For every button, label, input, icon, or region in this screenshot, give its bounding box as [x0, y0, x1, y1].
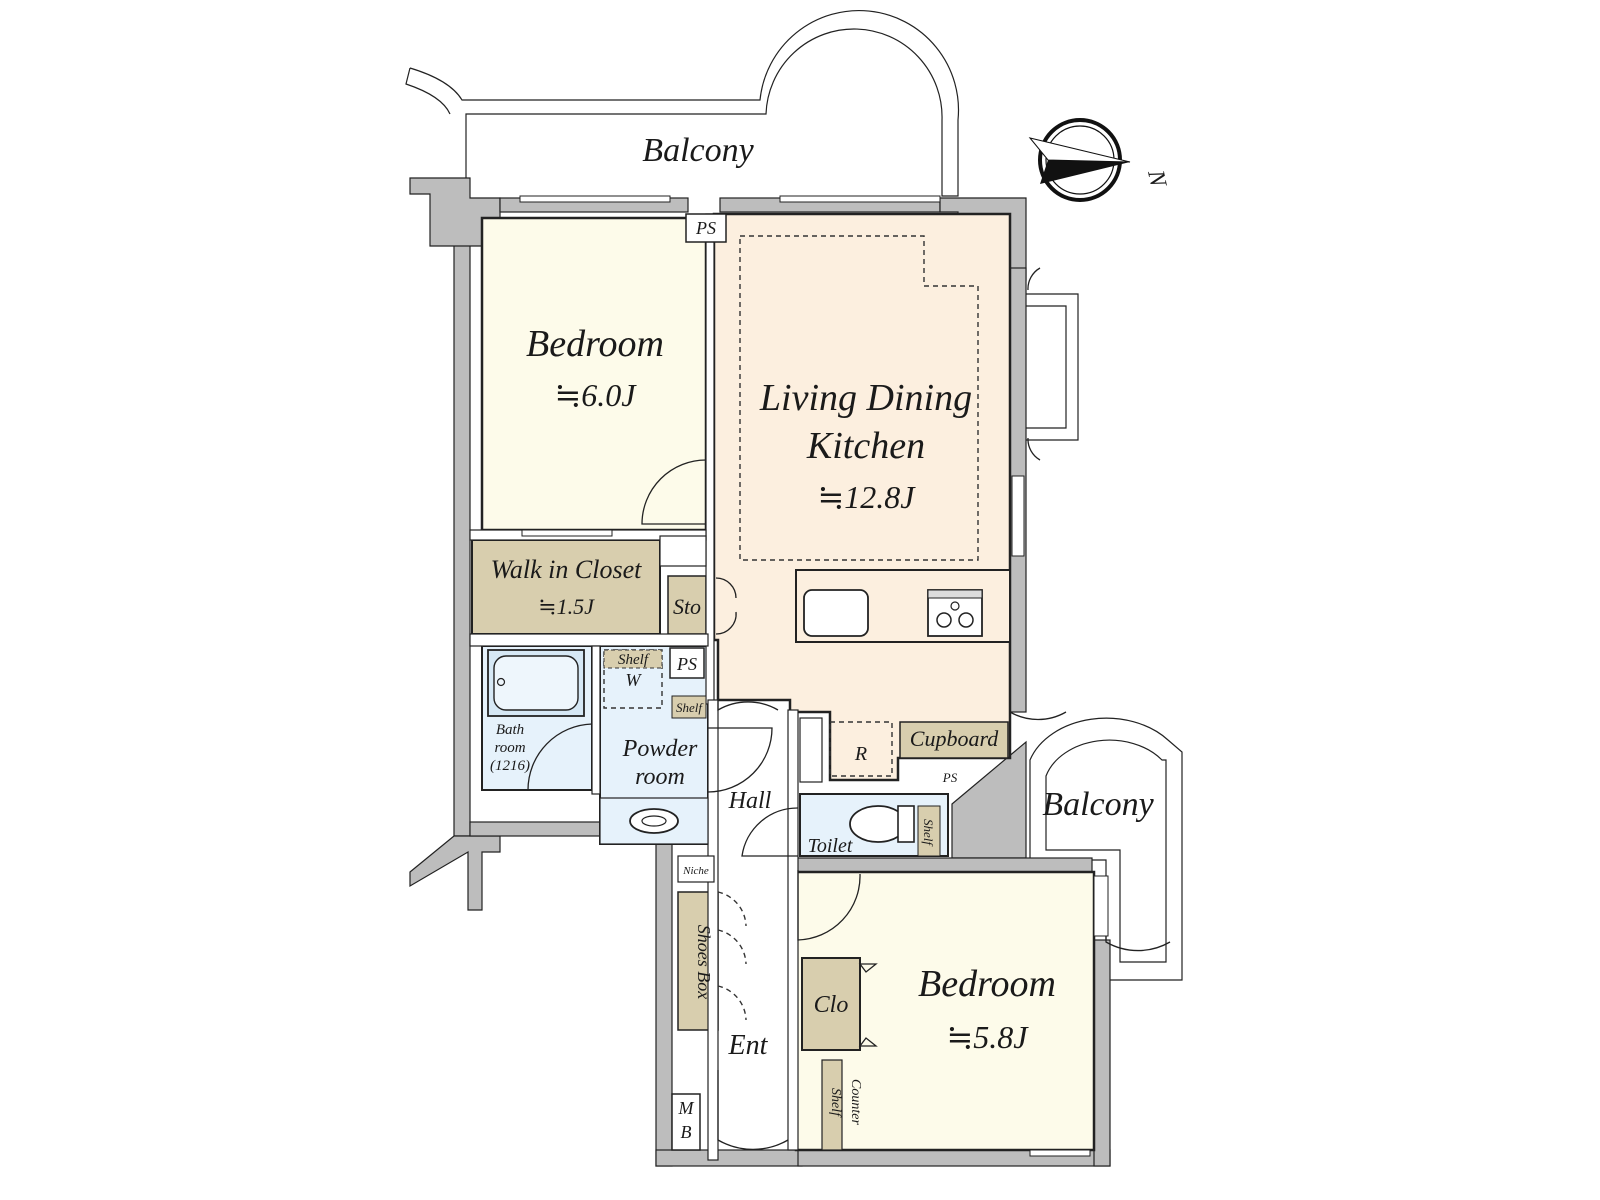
toilet-icon [849, 805, 941, 857]
entrance-label: Ent [728, 1030, 769, 1061]
compass: N [1028, 118, 1171, 202]
walk-in-closet-name: Walk in Closet [491, 555, 642, 584]
refrigerator-label: R [854, 743, 867, 765]
stove-icon [927, 589, 983, 637]
washbasin-icon [599, 797, 709, 845]
kitchen-counter [795, 569, 1011, 643]
ps-top-box [685, 213, 727, 243]
shoes-box-label: Shoes Box [694, 925, 714, 999]
powder-shelf-side-label: Shelf [676, 700, 704, 715]
meter-box-line2: B [681, 1122, 692, 1142]
balcony-top [405, 9, 960, 230]
sink-icon [803, 589, 869, 637]
counter-shelf-line2: Shelf [828, 1088, 843, 1118]
ps-top-label: PS [695, 218, 716, 238]
refrigerator-space [829, 721, 893, 777]
bedroom-2-name: Bedroom [918, 963, 1056, 1005]
shelf-side-area [671, 695, 707, 719]
bathroom-line1: Bath [496, 722, 524, 738]
bathroom-line3: (1216) [490, 758, 530, 774]
storage-label: Sto [673, 594, 701, 619]
bathroom-line2: room [494, 740, 525, 756]
cupboard-area [899, 721, 1009, 759]
washer-label: W [626, 670, 643, 690]
doors [527, 267, 1171, 1150]
ldk-size: ≒12.8J [817, 479, 916, 515]
counter-shelf-area [821, 1059, 843, 1151]
storage-area [667, 575, 707, 635]
bedroom-2-size: ≒5.8J [946, 1019, 1029, 1055]
ps-mid-label: PS [676, 654, 697, 674]
bedroom-1-size: ≒6.0J [554, 377, 637, 413]
shelf-top-area [603, 649, 663, 669]
powder-room-line1: Powder [622, 736, 698, 762]
meter-box [671, 1093, 701, 1151]
closet-area [801, 957, 861, 1051]
compass-north-label: N [1142, 167, 1171, 191]
ldk-name-line2: Kitchen [806, 425, 925, 467]
bathtub-icon [487, 649, 585, 717]
niche-box [677, 855, 715, 883]
cupboard-label: Cupboard [910, 726, 999, 751]
toilet-label: Toilet [808, 835, 853, 857]
ldk-dashed-zone [739, 235, 979, 561]
walk-in-closet-size: ≒1.5J [538, 594, 595, 619]
walk-in-closet-area [471, 539, 661, 635]
toilet-shelf-label: Shelf [921, 819, 936, 847]
hall-label: Hall [728, 788, 772, 814]
niche-label: Niche [682, 865, 709, 877]
ps-mid-box [669, 647, 705, 679]
windows [519, 195, 1109, 1157]
bedroom-1-name: Bedroom [526, 323, 664, 365]
counter-shelf-line1: Counter [848, 1079, 863, 1125]
closet-label: Clo [814, 992, 849, 1018]
meter-box-line1: M [678, 1098, 695, 1118]
balcony-right-label: Balcony [1042, 786, 1154, 823]
balcony-top-label: Balcony [642, 132, 754, 169]
ldk-name-line1: Living Dining [759, 377, 972, 419]
powder-room-line2: room [635, 764, 685, 790]
ps-bottom-label: PS [942, 770, 958, 785]
toilet-shelf-area [917, 805, 941, 857]
powder-shelf-top-label: Shelf [618, 652, 650, 668]
pillar-ldk [799, 717, 823, 783]
bedroom-1-area [480, 216, 708, 532]
balcony-right [1029, 717, 1183, 981]
